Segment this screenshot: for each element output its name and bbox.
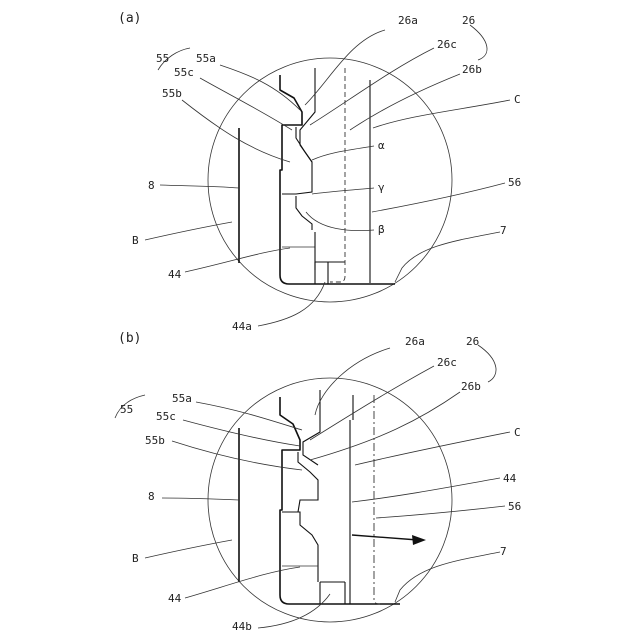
leader-alpha-a: [312, 146, 374, 160]
label-26a-a: 26a: [398, 14, 418, 27]
detail-circle-a: [208, 58, 452, 302]
label-26-a: 26: [462, 14, 475, 27]
label-alpha-a: α: [378, 139, 385, 152]
label-44-b: 44: [168, 592, 182, 605]
label-44r-b: 44: [503, 472, 517, 485]
label-7-a: 7: [500, 224, 507, 237]
leader-56-b: [376, 506, 505, 518]
leader-26b-a: [350, 74, 460, 130]
movement-arrow-shaft: [352, 535, 418, 540]
label-B-a: B: [132, 234, 139, 247]
label-beta-a: β: [378, 223, 385, 236]
label-56-a: 56: [508, 176, 521, 189]
label-26-b: 26: [466, 335, 479, 348]
leader-44-b: [185, 567, 300, 598]
label-26a-b: 26a: [405, 335, 425, 348]
leader-8-a: [160, 185, 239, 188]
leader-44a-a: [258, 282, 325, 326]
label-56-b: 56: [508, 500, 521, 513]
leader-55a-a: [220, 65, 300, 110]
label-55b-b: 55b: [145, 434, 165, 447]
leader-8-b: [162, 498, 239, 500]
label-44a-a: 44a: [232, 320, 252, 333]
label-7-b: 7: [500, 545, 507, 558]
label-44b-b: 44b: [232, 620, 252, 633]
figure-b: (b) 26a 26: [115, 331, 521, 633]
label-B-b: B: [132, 552, 139, 565]
leader-7-a: [395, 232, 500, 282]
part-55-inner-b: [298, 452, 318, 512]
leader-7-b: [395, 552, 500, 602]
movement-arrow-head: [412, 535, 426, 545]
label-8-b: 8: [148, 490, 155, 503]
leader-55a-b: [196, 402, 302, 430]
part-55-profile-a: [280, 75, 395, 284]
figure-a-caption: (a): [118, 11, 141, 26]
label-55-a: 55: [156, 52, 169, 65]
leader-26c-a: [310, 48, 434, 125]
part-26-bottom-a: [315, 262, 345, 284]
leader-55c-a: [200, 78, 292, 130]
label-55c-a: 55c: [174, 66, 194, 79]
label-55a-b: 55a: [172, 392, 192, 405]
part-55-profile-b: [280, 397, 400, 604]
figure-b-caption: (b): [118, 331, 141, 346]
label-26b-a: 26b: [462, 63, 482, 76]
label-44-a: 44: [168, 268, 182, 281]
label-C-b: C: [514, 426, 521, 439]
label-55b-a: 55b: [162, 87, 182, 100]
detail-circle-b: [208, 378, 452, 622]
label-55a-a: 55a: [196, 52, 216, 65]
label-gamma-a: γ: [378, 181, 385, 194]
figure-a: (a) 26a 26 2: [118, 11, 521, 333]
leader-44b-b: [258, 594, 330, 628]
leader-beta-a: [306, 212, 374, 231]
label-55c-b: 55c: [156, 410, 176, 423]
arc-26-a: [470, 25, 487, 60]
part-55-lower-a: [296, 196, 312, 230]
label-C-a: C: [514, 93, 521, 106]
label-26b-b: 26b: [461, 380, 481, 393]
part-56-dashdot-b: [374, 395, 380, 604]
label-55-b: 55: [120, 403, 133, 416]
leader-B-b: [145, 540, 232, 558]
part-26-profile-b: [303, 390, 320, 465]
leader-56-a: [372, 183, 505, 212]
leader-gamma-a: [312, 188, 374, 194]
label-26c-b: 26c: [437, 356, 457, 369]
part-26-bottom-b: [320, 582, 345, 604]
leader-26c-b: [310, 366, 434, 440]
label-26c-a: 26c: [437, 38, 457, 51]
part-55-lower-b: [282, 512, 318, 582]
arc-26-b: [478, 345, 496, 382]
label-8-a: 8: [148, 179, 155, 192]
leader-55b-a: [182, 100, 290, 162]
part-26-dashed-a: [330, 68, 345, 282]
